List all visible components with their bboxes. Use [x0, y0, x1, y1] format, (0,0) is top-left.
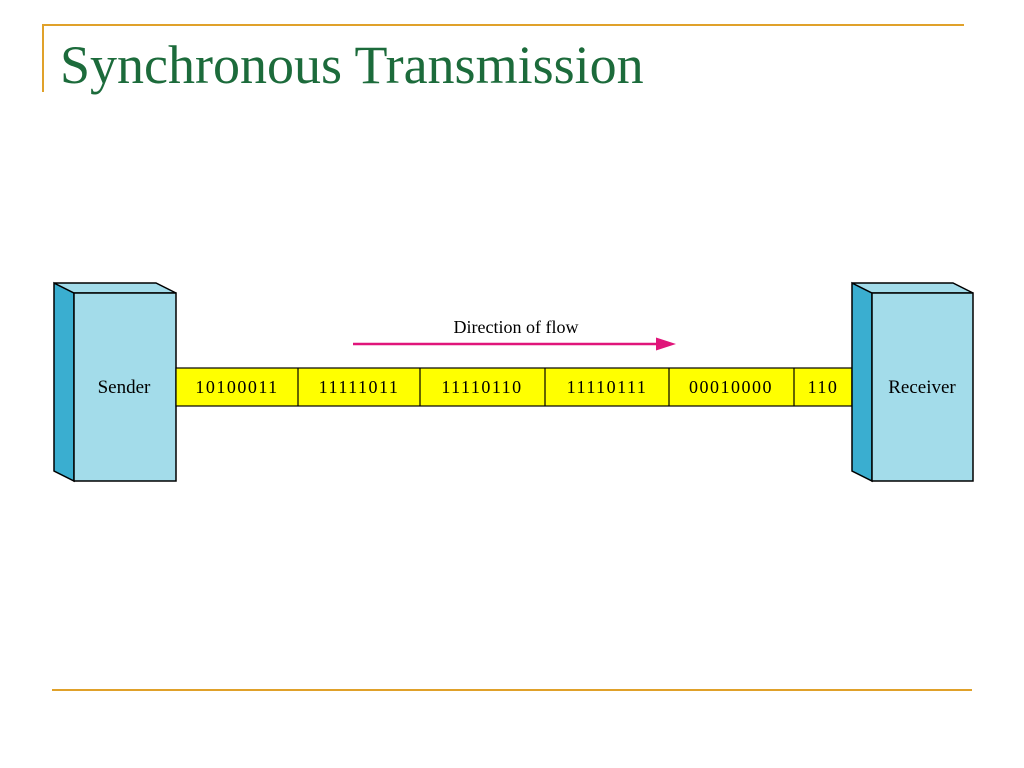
top-rule	[42, 24, 964, 26]
bit-stream-band	[175, 367, 853, 407]
bit-group-label: 11110111	[567, 377, 648, 397]
slide-title: Synchronous Transmission	[60, 35, 644, 95]
receiver-label: Receiver	[888, 377, 956, 398]
receiver-box-side	[851, 281, 873, 483]
sender-box-top	[53, 282, 177, 294]
sender-box-front	[73, 292, 177, 482]
bit-group-label: 10100011	[195, 377, 278, 397]
direction-of-flow: Direction of flow	[353, 317, 676, 351]
flow-label: Direction of flow	[454, 317, 579, 337]
flow-arrow-head	[656, 337, 676, 351]
receiver-box-front	[871, 292, 974, 482]
sender-label: Sender	[98, 377, 151, 398]
bit-group-label: 110	[808, 377, 839, 397]
bit-group-label: 11110110	[441, 377, 522, 397]
bit-group-label: 11111011	[319, 377, 400, 397]
receiver-box-top	[851, 282, 974, 294]
bit-stream: 10100011 11111011 11110110 11110111 0001…	[175, 367, 853, 407]
receiver-box: Receiver	[851, 281, 974, 483]
left-rule	[42, 24, 44, 92]
sender-box-side	[53, 281, 75, 483]
bit-group-label: 00010000	[689, 377, 773, 397]
bottom-rule	[52, 689, 972, 691]
sender-box: Sender	[53, 281, 177, 483]
